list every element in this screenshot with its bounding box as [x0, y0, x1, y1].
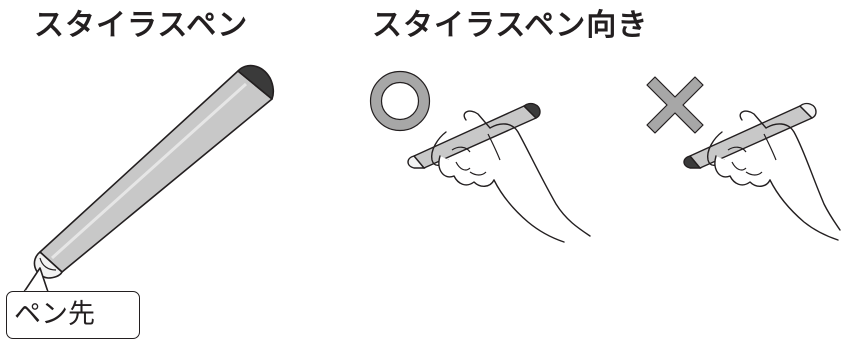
pen-highlight [50, 82, 248, 260]
correct-mark [369, 70, 431, 132]
stylus-orientation-heading: スタイラスペン向き [372, 8, 649, 43]
pen-tip-detail [39, 257, 57, 271]
large-stylus-pen [33, 64, 275, 279]
pen-tip-callout-box [6, 291, 140, 339]
hand-holding-pen-incorrect [683, 102, 841, 241]
stylus-pen-heading: スタイラスペン [34, 8, 249, 43]
hand-holding-pen-correct [407, 102, 591, 243]
pen-cap-shape [237, 64, 275, 100]
pen-tip-label: ペン先 [14, 299, 95, 330]
incorrect-mark [646, 76, 704, 134]
pen-body [39, 70, 273, 273]
